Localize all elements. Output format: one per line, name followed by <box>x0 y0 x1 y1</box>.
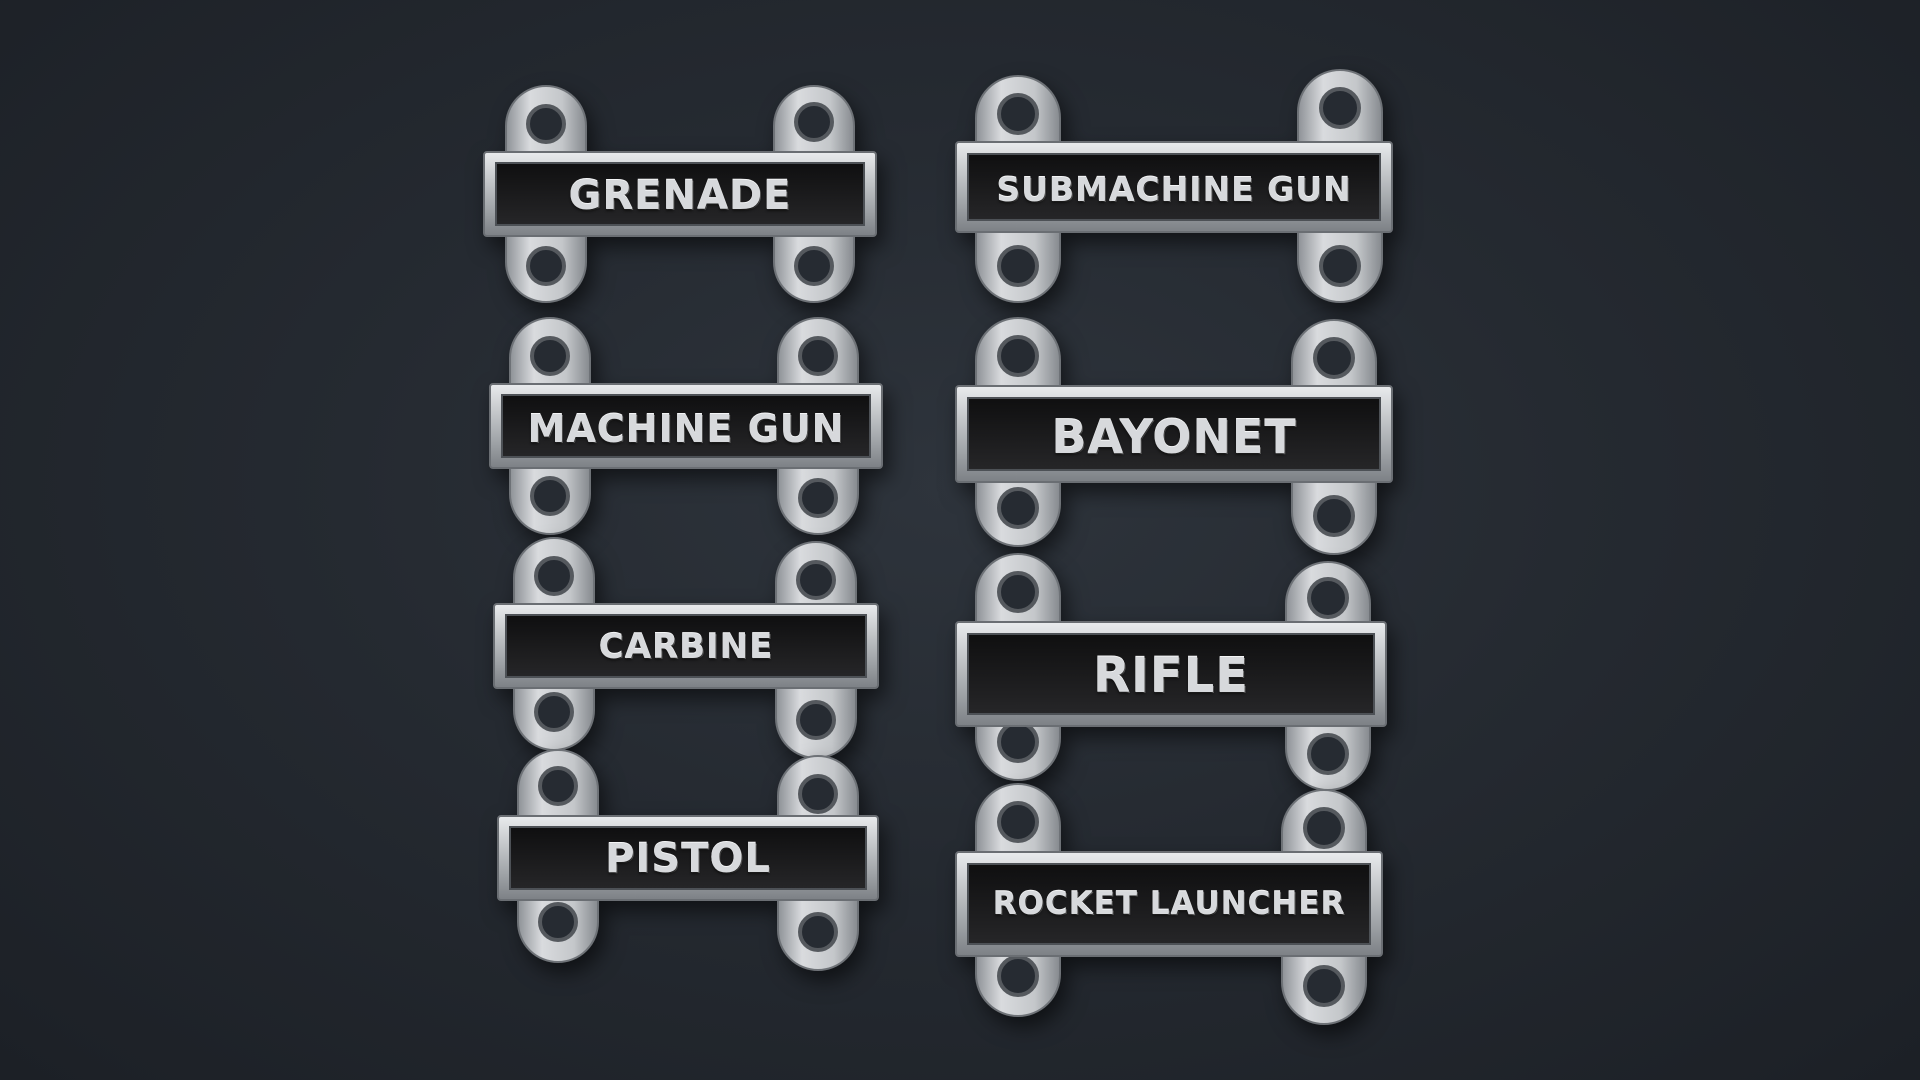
bar-plate <box>967 153 1381 221</box>
lug-hole <box>997 801 1039 843</box>
lug-hole <box>1303 965 1345 1007</box>
lug-hole <box>1313 495 1355 537</box>
bar-label: ROCKET LAUNCHER <box>992 886 1346 922</box>
lug-hole <box>796 560 836 600</box>
qualification-bar-bayonet: BAYONET <box>955 316 1393 555</box>
bar-plate <box>501 394 871 458</box>
bar-label: SUBMACHINE GUN <box>996 170 1352 209</box>
bar-plate <box>495 162 865 226</box>
lug-hole <box>534 692 574 732</box>
lug-hole <box>538 766 578 806</box>
qualification-bar-carbine: CARBINE <box>493 537 879 759</box>
bar-label: BAYONET <box>1051 410 1297 464</box>
qualification-bar-rocket-launcher: ROCKET LAUNCHER <box>955 780 1383 1026</box>
lug-hole <box>997 335 1039 377</box>
lug-hole <box>794 246 834 286</box>
lug-hole <box>538 902 578 942</box>
lug-hole <box>798 774 838 814</box>
bar-frame <box>955 317 1393 555</box>
lug-hole <box>530 476 570 516</box>
lug-hole <box>798 336 838 376</box>
bar-plate <box>967 397 1381 471</box>
bar-label: RIFLE <box>1093 648 1249 704</box>
lug-hole <box>1319 87 1361 129</box>
bar-frame <box>497 749 879 971</box>
lug-hole <box>1319 245 1361 287</box>
bar-label: PISTOL <box>605 836 771 882</box>
lug-hole <box>1303 807 1345 849</box>
bar-frame <box>955 69 1393 303</box>
bar-plate <box>967 633 1375 715</box>
bar-label: CARBINE <box>598 627 774 667</box>
lug-hole <box>796 700 836 740</box>
lug-hole <box>526 104 566 144</box>
lug-hole <box>534 556 574 596</box>
lug-hole <box>798 478 838 518</box>
lug-hole <box>798 912 838 952</box>
bar-plate <box>505 614 867 678</box>
bar-frame <box>955 783 1383 1025</box>
lug-hole <box>997 721 1039 763</box>
lug-hole <box>1307 733 1349 775</box>
lug-hole <box>1307 577 1349 619</box>
lug-hole <box>794 102 834 142</box>
bar-label: GRENADE <box>568 173 792 219</box>
qualification-bar-grenade: GRENADE <box>483 85 877 303</box>
qualification-bar-pistol: PISTOL <box>497 749 879 971</box>
bar-plate <box>967 863 1371 945</box>
qualification-bar-rifle: RIFLE <box>955 552 1387 791</box>
lug-hole <box>1313 337 1355 379</box>
lug-hole <box>997 955 1039 997</box>
lug-hole <box>997 487 1039 529</box>
lug-hole <box>997 93 1039 135</box>
qualification-bar-machine-gun: MACHINE GUN <box>489 317 883 535</box>
bar-frame <box>483 85 877 303</box>
bar-plate <box>509 826 867 890</box>
bar-frame <box>489 317 883 535</box>
bar-label: MACHINE GUN <box>527 407 845 451</box>
bar-frame <box>955 553 1387 791</box>
qualification-bar-submachine-gun: SUBMACHINE GUN <box>955 69 1393 304</box>
lug-hole <box>530 336 570 376</box>
lug-hole <box>526 246 566 286</box>
lug-hole <box>997 245 1039 287</box>
lug-hole <box>997 571 1039 613</box>
bar-frame <box>493 537 879 759</box>
